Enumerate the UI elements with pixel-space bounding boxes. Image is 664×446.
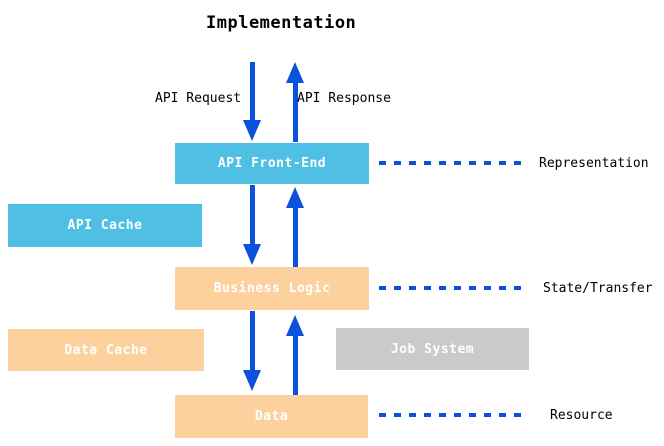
response-up-arrow-icon bbox=[286, 62, 304, 142]
arrow-head bbox=[286, 315, 304, 336]
state-transfer-dashed-line bbox=[379, 286, 522, 290]
node-api-front-end: API Front-End bbox=[175, 143, 369, 184]
node-api-front-end-label: API Front-End bbox=[217, 156, 327, 171]
node-data: Data bbox=[175, 395, 368, 438]
arrow-head bbox=[286, 187, 304, 208]
arrow-shaft bbox=[293, 206, 298, 267]
arrow-shaft bbox=[250, 185, 255, 246]
node-business-logic-label: Business Logic bbox=[213, 281, 331, 296]
layer-label-representation: Representation bbox=[539, 156, 649, 171]
layer-label-resource: Resource bbox=[550, 408, 613, 423]
node-data-cache-label: Data Cache bbox=[64, 342, 148, 358]
arrow-shaft bbox=[250, 62, 255, 122]
arrow-head bbox=[286, 62, 304, 83]
node-job-system-label: Job System bbox=[390, 341, 475, 357]
arrow-shaft bbox=[250, 311, 255, 372]
layer-label-state-transfer: State/Transfer bbox=[543, 281, 653, 296]
businesslogic-to-data-arrow-icon bbox=[243, 311, 261, 391]
arrow-head bbox=[243, 120, 261, 141]
api-request-label: API Request bbox=[155, 91, 242, 106]
node-job-system: Job System bbox=[336, 328, 529, 370]
arrow-head bbox=[243, 370, 261, 391]
diagram-title: Implementation bbox=[206, 13, 357, 33]
node-api-cache-label: API Cache bbox=[67, 218, 143, 233]
arrow-shaft bbox=[293, 81, 298, 142]
api-response-label: API Response bbox=[297, 91, 391, 106]
node-data-label: Data bbox=[254, 409, 289, 424]
arrow-shaft bbox=[293, 334, 298, 395]
data-to-businesslogic-arrow-icon bbox=[286, 315, 304, 395]
node-business-logic: Business Logic bbox=[175, 267, 369, 310]
node-api-cache: API Cache bbox=[8, 204, 202, 247]
node-data-cache: Data Cache bbox=[8, 329, 204, 371]
frontend-to-businesslogic-arrow-icon bbox=[243, 185, 261, 265]
representation-dashed-line bbox=[379, 161, 522, 165]
request-down-arrow-icon bbox=[243, 62, 261, 141]
businesslogic-to-frontend-arrow-icon bbox=[286, 187, 304, 267]
resource-dashed-line bbox=[379, 413, 522, 417]
arrow-head bbox=[243, 244, 261, 265]
